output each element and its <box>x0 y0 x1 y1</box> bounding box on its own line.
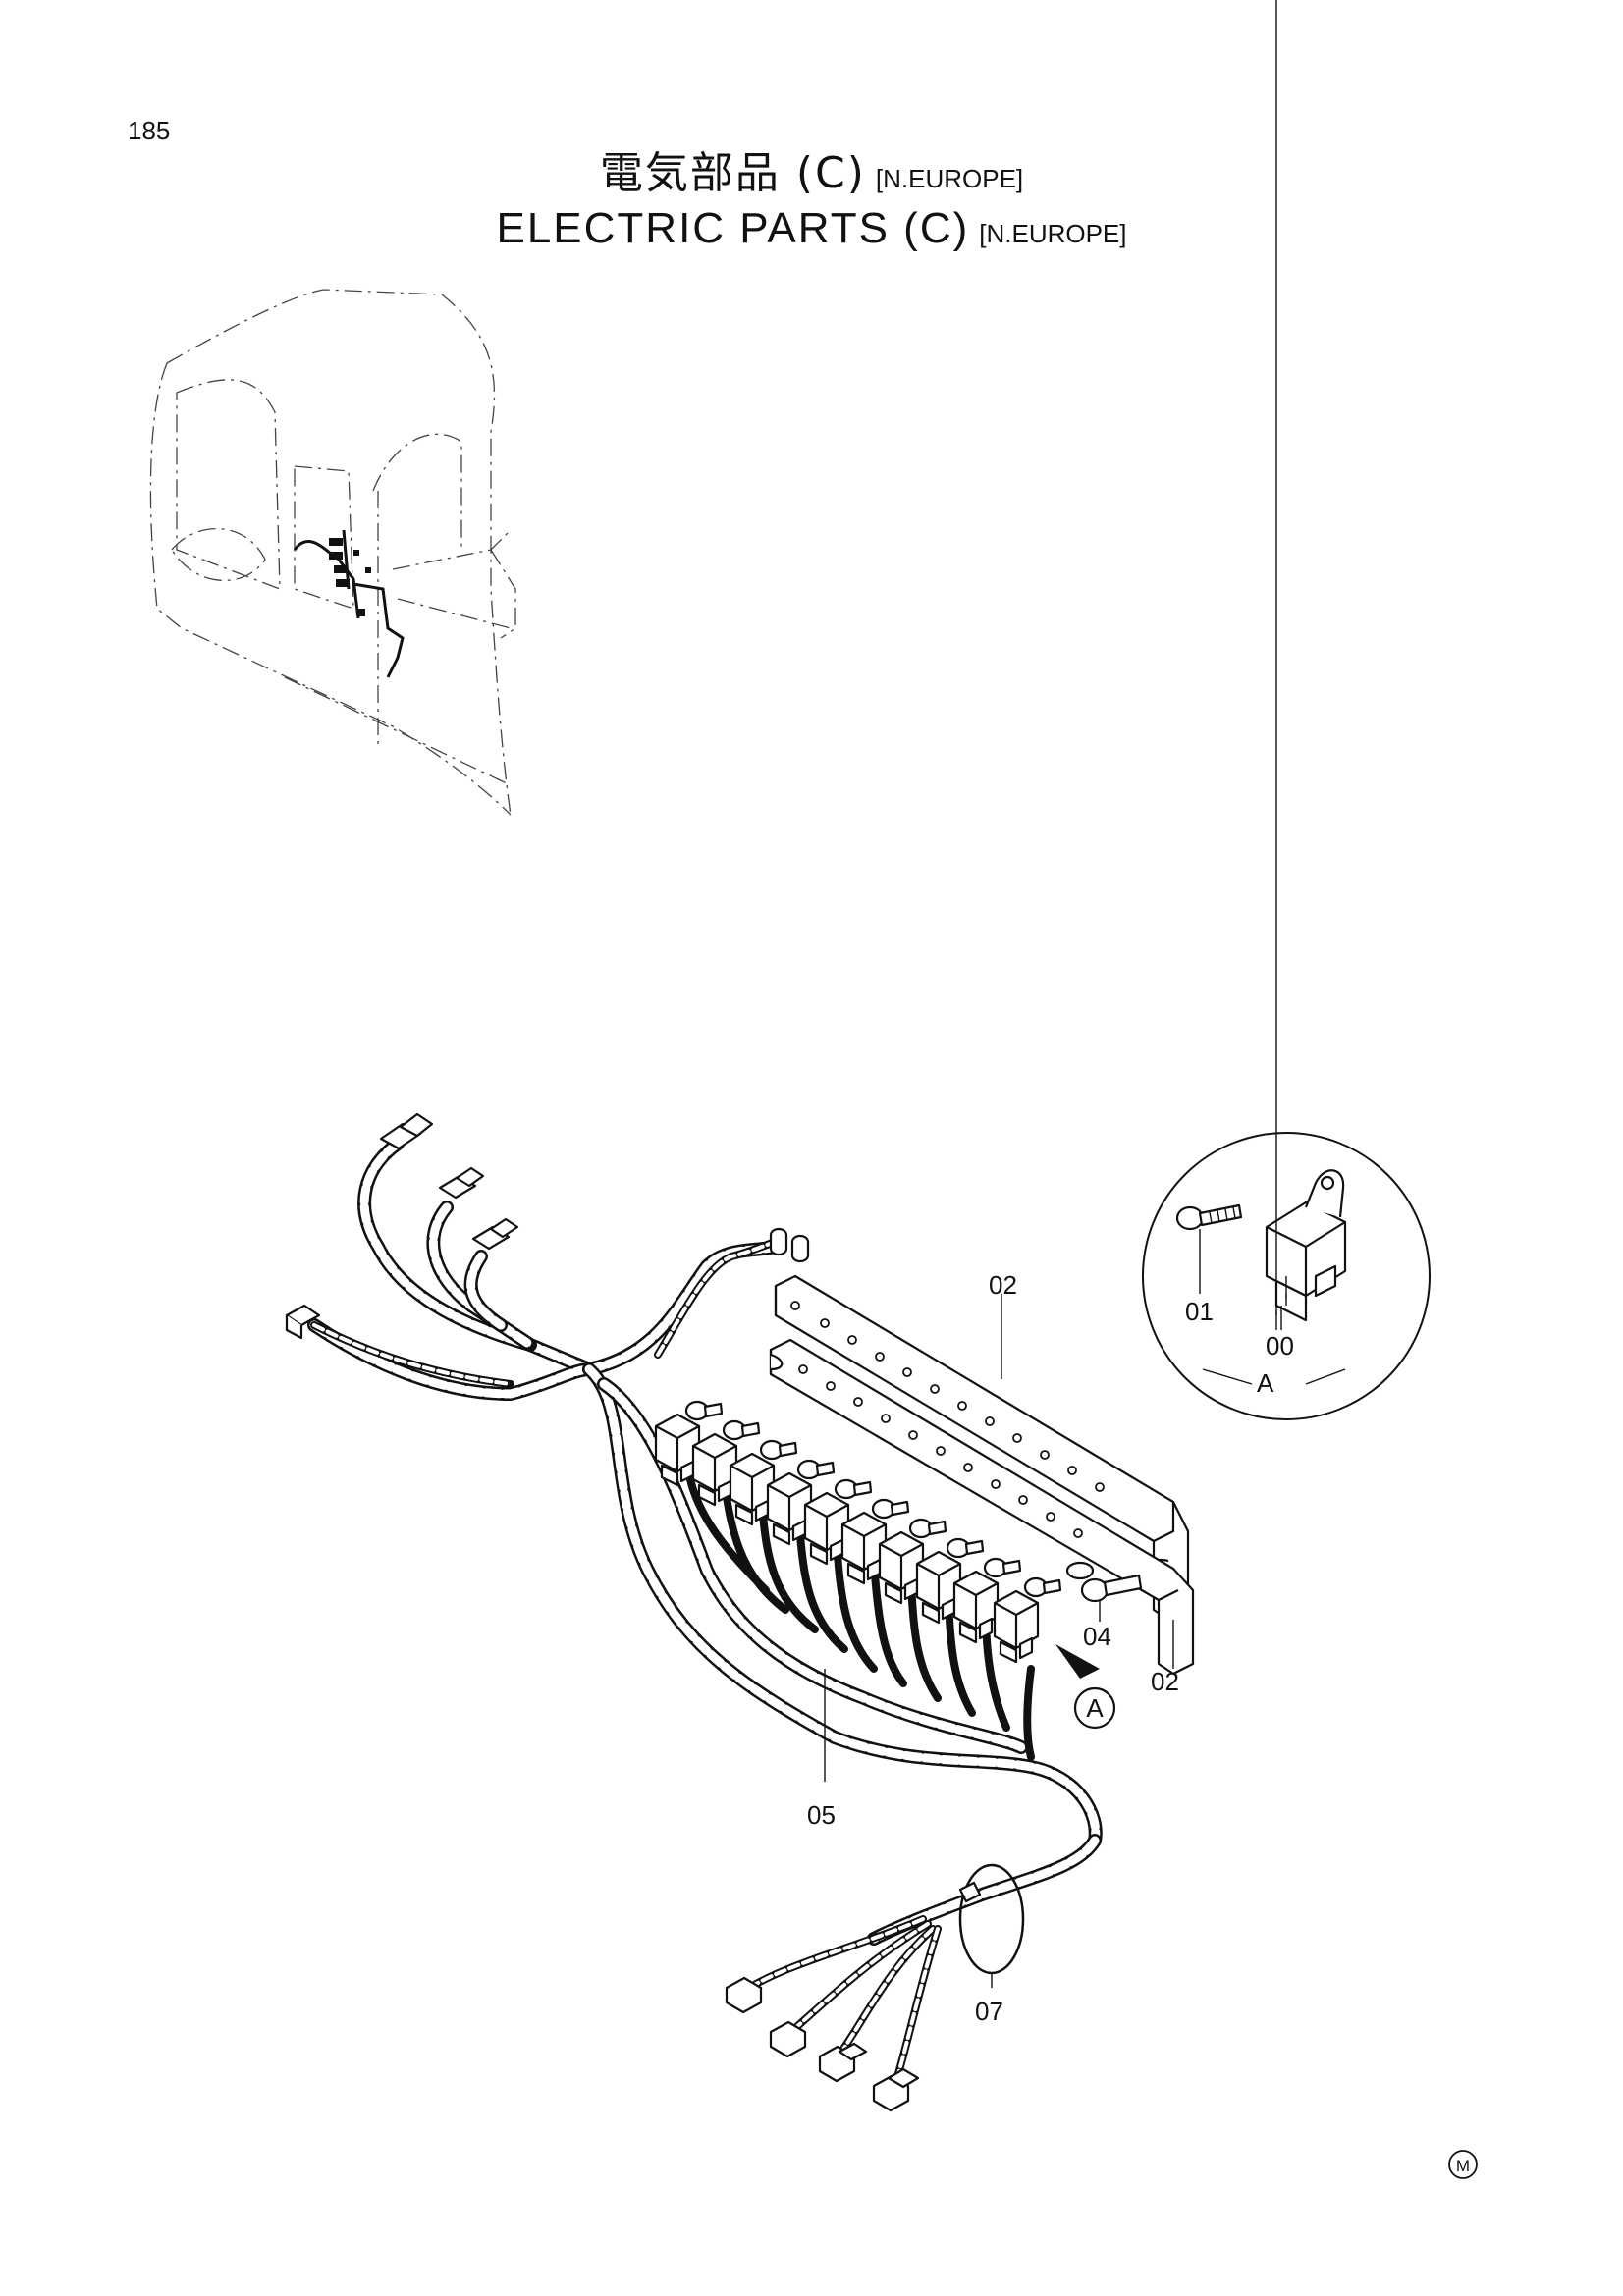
callout-07: 07 <box>975 1997 1003 2026</box>
relay <box>993 1576 1062 1664</box>
cab-overview-illustration <box>149 289 516 816</box>
wire-harness <box>307 1137 1103 2095</box>
title-en-region: [N.EUROPE] <box>979 219 1127 248</box>
page-number: 185 <box>128 116 171 145</box>
title-english: ELECTRIC PARTS (C) [N.EUROPE] <box>0 204 1623 253</box>
footer-mark: M <box>1448 2150 1478 2179</box>
relay-row <box>654 1400 1062 1664</box>
relay <box>878 1518 947 1605</box>
callout-04: 04 <box>1083 1622 1111 1651</box>
cable-tie <box>958 1863 1025 1988</box>
callout-02-top: 02 <box>989 1270 1017 1300</box>
relay <box>840 1498 910 1585</box>
callout-labels: 02 02 04 05 07 01 00 A <box>807 1270 1294 2026</box>
callout-05: 05 <box>807 1800 836 1830</box>
callout-00: 00 <box>1266 1331 1294 1361</box>
detail-a-label: A <box>1257 1368 1274 1398</box>
footer-mark-text: M <box>1456 2157 1470 2175</box>
title-en-main: ELECTRIC PARTS (C) <box>496 204 970 252</box>
bracket-assembly <box>769 1274 1195 1676</box>
view-a-label: A <box>1086 1693 1104 1723</box>
harness-connectors <box>285 1112 920 2112</box>
view-a-marker: A <box>1055 1644 1116 1730</box>
title-jp-region: [N.EUROPE] <box>875 164 1024 193</box>
detail-a-circle <box>1142 0 1431 1420</box>
callout-01: 01 <box>1185 1297 1214 1326</box>
title-japanese: 電気部品 (C) [N.EUROPE] <box>0 137 1623 200</box>
title-jp-main: 電気部品 (C) <box>599 148 866 198</box>
callout-02-bottom: 02 <box>1151 1667 1179 1696</box>
relay <box>803 1478 873 1566</box>
relay <box>691 1419 761 1507</box>
